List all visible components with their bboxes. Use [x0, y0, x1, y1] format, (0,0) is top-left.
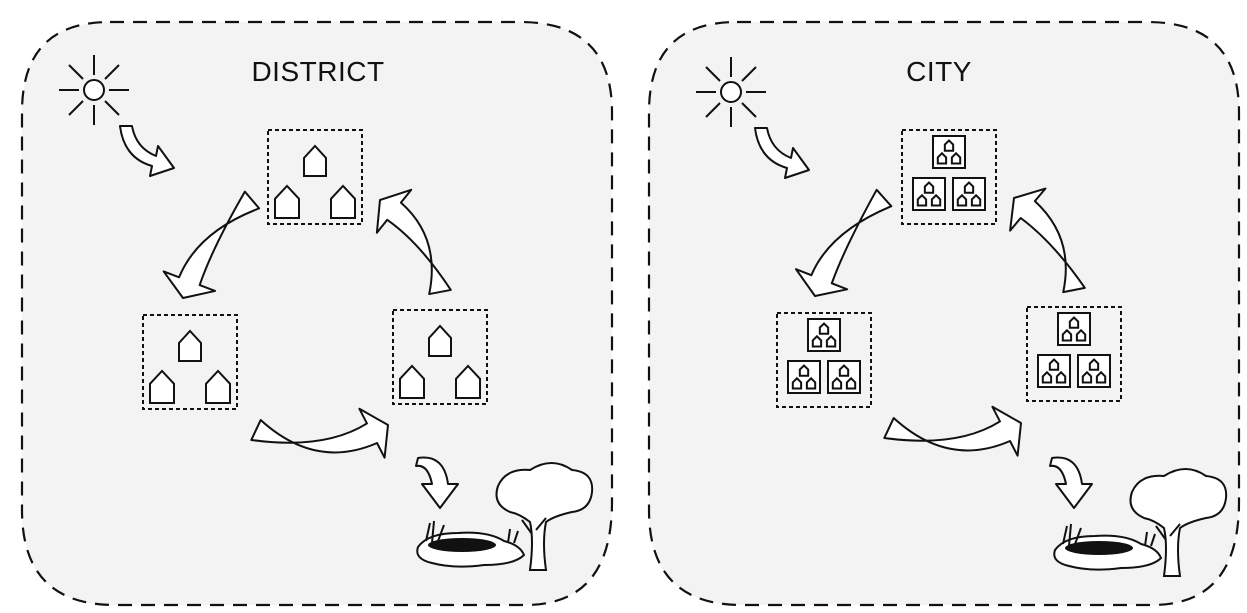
- house-icon: [428, 324, 452, 357]
- district-cluster: [142, 314, 238, 410]
- house-icon: [1075, 328, 1087, 342]
- curved-arrow-icon: [883, 405, 1022, 457]
- district-icon: [1077, 354, 1111, 388]
- house-icon: [838, 364, 850, 377]
- house-icon: [178, 329, 202, 362]
- city-diagram: [647, 20, 1241, 607]
- district-icon: [787, 360, 821, 394]
- pond-icon: [1053, 523, 1163, 571]
- curved-arrow-icon: [162, 190, 261, 299]
- district-icon: [932, 135, 966, 169]
- house-icon: [818, 322, 830, 335]
- house-icon: [930, 193, 942, 207]
- curved-arrow-icon: [250, 407, 389, 459]
- curved-arrow-icon: [1009, 187, 1086, 294]
- panel-title-city: CITY: [906, 56, 972, 87]
- house-icon: [1095, 370, 1107, 384]
- house-icon: [399, 364, 425, 399]
- panel-district: DISTRICT: [0, 0, 620, 613]
- house-icon: [923, 181, 935, 194]
- house-icon: [205, 369, 231, 404]
- curved-arrow-icon: [375, 188, 452, 296]
- district-icon: [1037, 354, 1071, 388]
- house-icon: [963, 181, 975, 194]
- city-cluster: [901, 129, 997, 225]
- house-icon: [1041, 370, 1053, 384]
- house-icon: [1068, 316, 1080, 329]
- house-icon: [845, 376, 857, 390]
- house-icon: [811, 334, 823, 348]
- sun-icon: [59, 55, 129, 125]
- district-icon: [807, 318, 841, 352]
- house-icon: [956, 193, 968, 207]
- house-icon: [791, 376, 803, 390]
- district-icon: [1057, 312, 1091, 346]
- district-diagram: [20, 20, 614, 607]
- curved-arrow-icon: [1049, 456, 1093, 509]
- house-icon: [916, 193, 928, 207]
- district-cluster: [392, 309, 488, 405]
- house-icon: [943, 139, 955, 152]
- house-icon: [798, 364, 810, 377]
- house-icon: [805, 376, 817, 390]
- sun-icon: [696, 57, 766, 127]
- house-icon: [303, 144, 327, 177]
- house-icon: [1055, 370, 1067, 384]
- pond-icon: [416, 520, 526, 568]
- house-icon: [149, 369, 175, 404]
- city-cycle: [754, 127, 1228, 577]
- district-cycle: [119, 125, 594, 571]
- house-icon: [936, 151, 948, 165]
- district-icon: [827, 360, 861, 394]
- tree-icon: [495, 462, 594, 571]
- city-cluster: [776, 312, 872, 408]
- panel-city: CITY: [627, 0, 1247, 613]
- panel-title-district: DISTRICT: [251, 56, 385, 87]
- house-icon: [1081, 370, 1093, 384]
- house-icon: [274, 184, 300, 219]
- district-icon: [912, 177, 946, 211]
- house-icon: [825, 334, 837, 348]
- house-icon: [330, 184, 356, 219]
- house-icon: [1048, 358, 1060, 371]
- district-cluster: [267, 129, 363, 225]
- curved-arrow-icon: [754, 127, 810, 179]
- curved-arrow-icon: [415, 456, 459, 509]
- house-icon: [1088, 358, 1100, 371]
- tree-icon: [1129, 468, 1228, 577]
- house-icon: [455, 364, 481, 399]
- curved-arrow-icon: [119, 125, 175, 177]
- district-icon: [952, 177, 986, 211]
- house-icon: [950, 151, 962, 165]
- house-icon: [1061, 328, 1073, 342]
- city-cluster: [1026, 306, 1122, 402]
- house-icon: [970, 193, 982, 207]
- curved-arrow-icon: [794, 188, 893, 297]
- house-icon: [831, 376, 843, 390]
